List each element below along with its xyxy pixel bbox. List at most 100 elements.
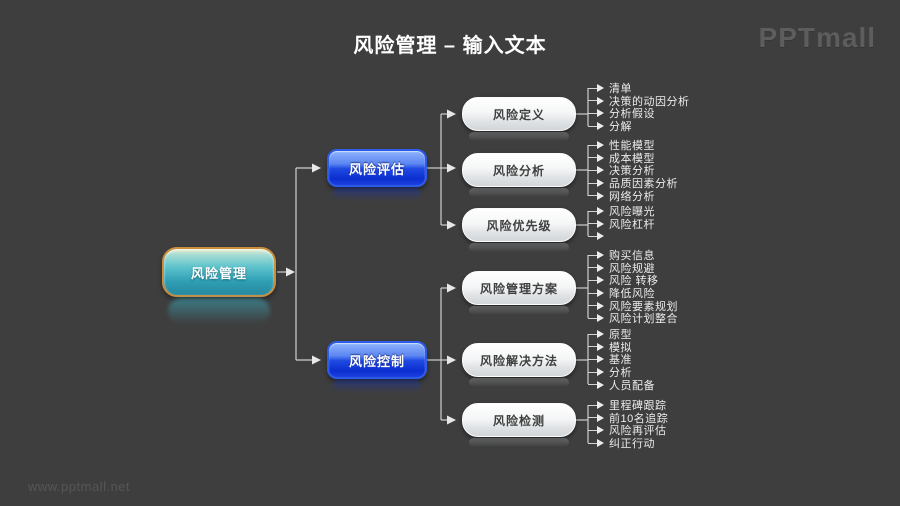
arrow-right-icon [597,207,604,216]
leaf-item: 决策的动因分析 [588,95,690,108]
arrow-right-icon [597,122,604,131]
connector-line [588,279,597,281]
arrow-right-icon [597,380,604,389]
leaf-label: 网络分析 [609,190,655,203]
connector-line [588,358,597,360]
leaf-label: 分析假设 [609,108,655,121]
leaf-label: 原型 [609,329,632,342]
leaf-item: 风险杠杆 [588,218,655,231]
leaf-item: 纠正行动 [588,437,668,450]
node-risk-priority: 风险优先级 [462,208,576,252]
leaf-group-risk-monitoring: 里程碑跟踪 前10名追踪 风险再评估 纠正行动 [588,399,668,450]
arrow-right-icon [597,96,604,105]
leaf-label: 降低风险 [609,288,655,301]
arrow-right-icon [597,426,604,435]
leaf-label: 成本模型 [609,152,655,165]
leaf-item: 降低风险 [588,287,678,300]
connector-line [588,254,597,256]
arrow-right-icon [597,301,604,310]
connector-line [588,292,597,294]
leaf-group-risk-management-plan: 购买信息 风险规避 风险 转移 降低风险 风险要素规划 风险计划整合 [588,249,678,325]
connector-line [588,144,597,146]
arrow-right-icon [597,342,604,351]
node-risk-definition: 风险定义 [462,97,576,141]
leaf-item: 风险再评估 [588,424,668,437]
leaf-item: 决策分析 [588,164,678,177]
arrow-right-icon [597,355,604,364]
leaf-label: 前10名追踪 [609,412,669,425]
connector-line [588,169,597,171]
leaf-label: 风险 转移 [609,275,659,288]
node-label: 风险管理 [190,265,247,281]
leaf-label: 决策的动因分析 [609,95,690,108]
leaf-label: 风险计划整合 [609,313,678,326]
connector-line [588,384,597,386]
arrow-right-icon [597,330,604,339]
connector-line [588,417,597,419]
leaf-item: 品质因素分析 [588,177,678,190]
node-risk-monitoring: 风险检测 [462,403,576,447]
leaf-item: 模拟 [588,341,655,354]
connector-line [588,317,597,319]
leaf-label: 人员配备 [609,379,655,392]
arrow-right-icon [597,368,604,377]
connector-line [588,87,597,89]
connector-line [588,404,597,406]
leaf-item: 里程碑跟踪 [588,399,668,412]
node-risk-management-plan: 风险管理方案 [462,271,576,315]
leaf-label: 决策分析 [609,165,655,178]
watermark-url: www.pptmall.net [28,479,131,494]
node-label: 风险分析 [492,163,545,178]
node-label: 风险评估 [348,161,405,177]
pptmall-logo: PPTmall [758,22,876,53]
leaf-item: 风险规避 [588,262,678,275]
leaf-item: 人员配备 [588,378,655,392]
node-risk-control: 风险控制 [327,341,427,379]
leaf-label: 分解 [609,121,632,134]
connector-line [588,195,597,197]
node-label: 风险管理方案 [479,281,558,296]
leaf-item: 分析 [588,366,655,379]
arrow-right-icon [597,263,604,272]
node-label: 风险解决方法 [479,353,558,368]
node-label: 风险检测 [492,413,545,428]
leaf-item: 风险计划整合 [588,312,678,325]
connector-line [588,442,597,444]
leaf-group-risk-priority: 风险曝光 风险杠杆 [588,205,655,243]
arrow-right-icon [597,276,604,285]
arrow-right-icon [597,289,604,298]
node-risk-resolution: 风险解决方法 [462,343,576,387]
leaf-label: 模拟 [609,341,632,354]
arrow-right-icon [597,166,604,175]
arrow-right-icon [597,219,604,228]
leaf-item: 成本模型 [588,152,678,165]
leaf-item: 基准 [588,353,655,366]
leaf-label: 分析 [609,367,632,380]
connector-line [588,429,597,431]
leaf-label: 风险曝光 [609,206,655,219]
connector-line [588,267,597,269]
connector-line [588,346,597,348]
leaf-item: 前10名追踪 [588,412,668,425]
leaf-item: 性能模型 [588,139,678,152]
connector-line [588,210,597,212]
leaf-label: 性能模型 [609,140,655,153]
arrow-right-icon [597,232,604,241]
node-risk-management-root: 风险管理 [162,247,276,297]
node-risk-analysis: 风险分析 [462,153,576,197]
leaf-label: 纠正行动 [609,438,655,451]
arrow-right-icon [597,401,604,410]
node-risk-assessment: 风险评估 [327,149,427,187]
leaf-label: 基准 [609,354,632,367]
leaf-group-risk-analysis: 性能模型 成本模型 决策分析 品质因素分析 网络分析 [588,139,678,203]
leaf-item: 清单 [588,82,690,95]
connector-line [588,112,597,114]
leaf-label: 清单 [609,83,632,96]
arrow-right-icon [597,439,604,448]
connector-line [588,333,597,335]
node-label: 风险控制 [348,353,405,369]
leaf-label: 购买信息 [609,250,655,263]
leaf-label: 风险再评估 [609,425,667,438]
leaf-label: 品质因素分析 [609,178,678,191]
